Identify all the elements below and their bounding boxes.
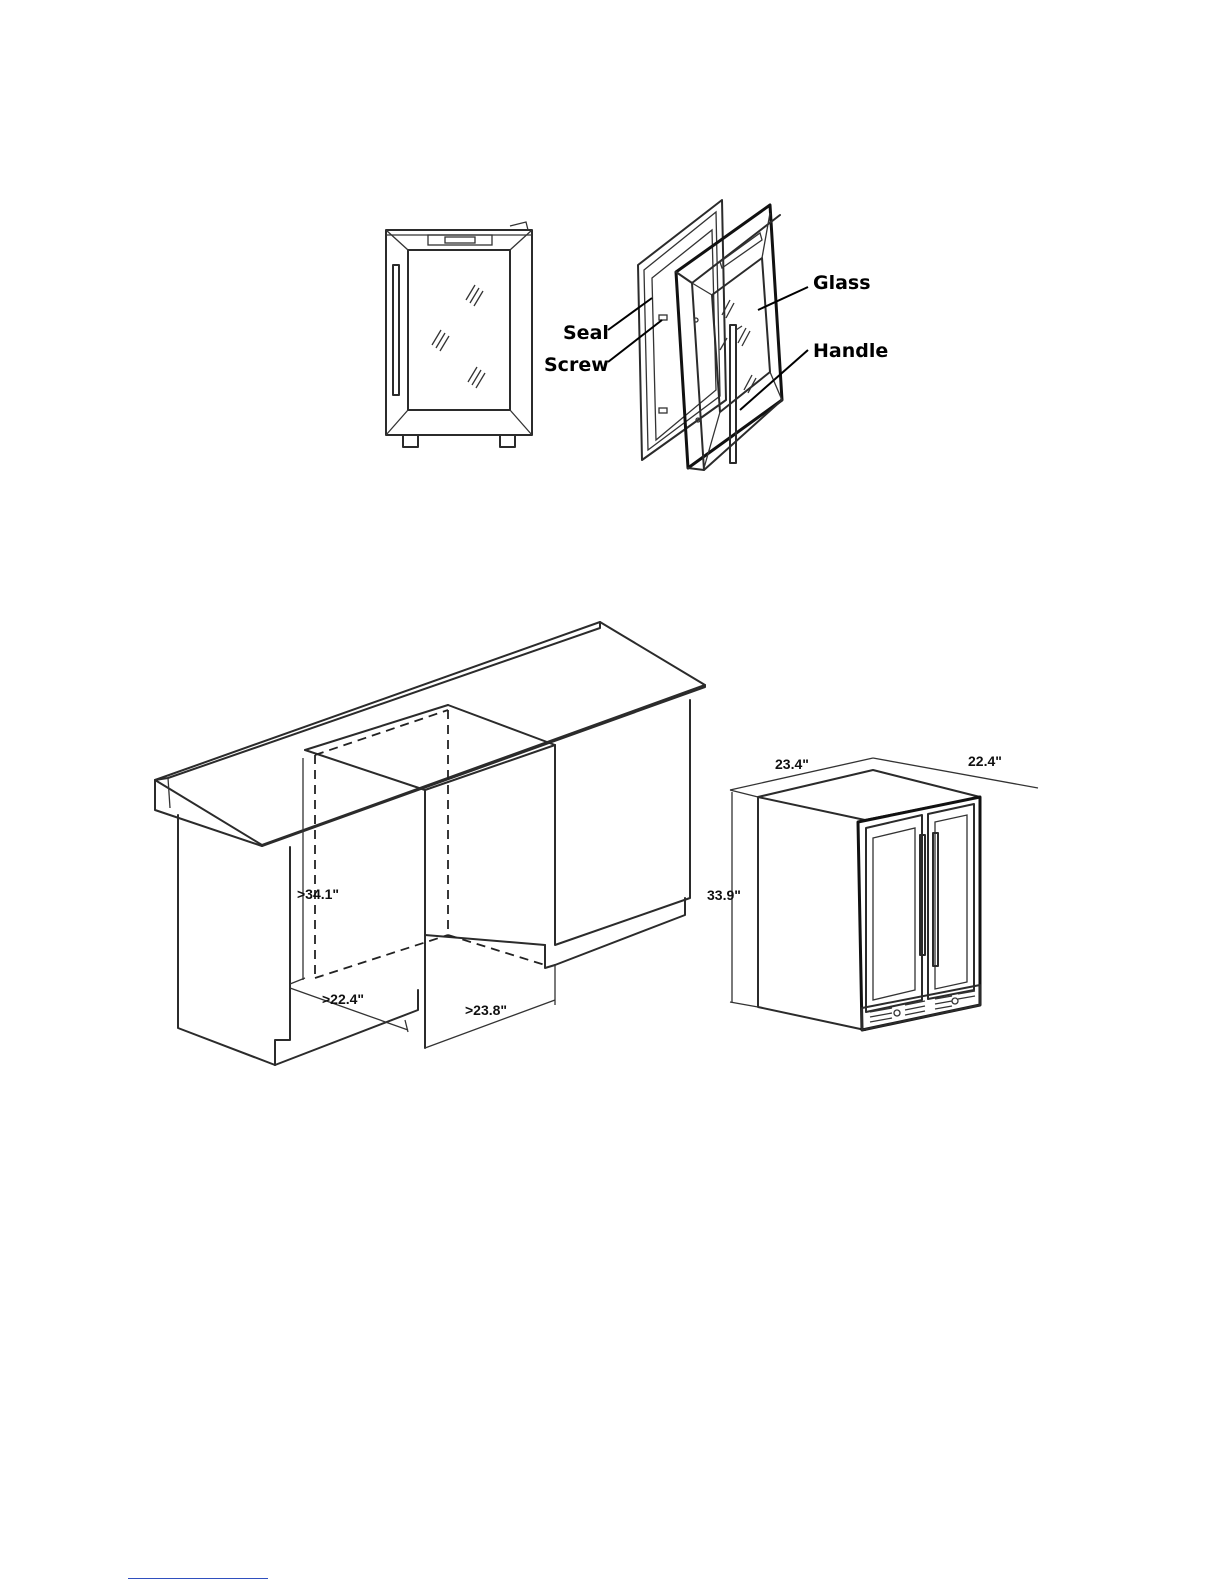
- footer-link-underline: [128, 1578, 268, 1579]
- exploded-door-illustration: [638, 200, 782, 470]
- dual-door-cooler-illustration: [730, 758, 1038, 1030]
- unit-depth-dimension: 22.4": [968, 753, 1002, 769]
- cabinet-depth-dimension: >22.4": [322, 991, 364, 1007]
- unit-height-dimension: 33.9": [707, 887, 741, 903]
- cabinet-installation-illustration: [155, 622, 705, 1065]
- cabinet-width-dimension: >23.8": [465, 1002, 507, 1018]
- screw-label: Screw: [544, 354, 609, 376]
- glass-label: Glass: [813, 272, 871, 294]
- unit-width-dimension: 23.4": [775, 756, 809, 772]
- wine-cooler-front-illustration: [386, 222, 532, 447]
- seal-label: Seal: [563, 322, 609, 344]
- cabinet-height-dimension: >34.1": [297, 886, 339, 902]
- handle-label: Handle: [813, 340, 888, 362]
